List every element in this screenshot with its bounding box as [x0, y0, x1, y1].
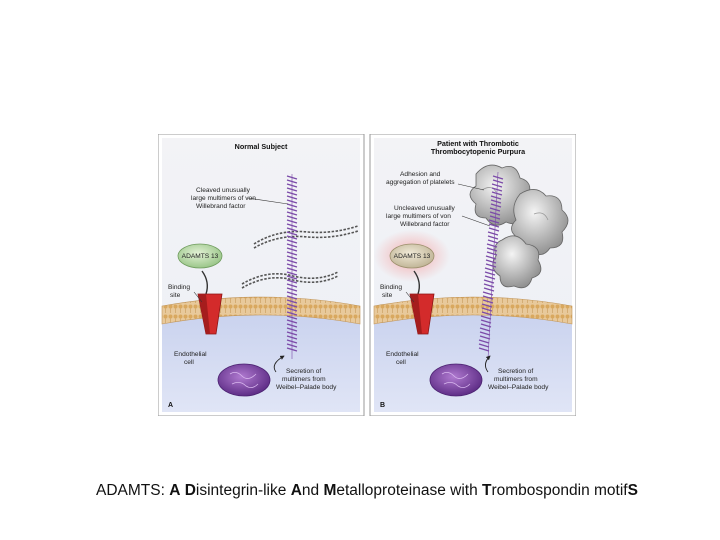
binding-label-line-2: site [382, 292, 393, 299]
secretion-arrow [485, 355, 491, 373]
uncleaved-label-line-1: Uncleaved unusually [394, 205, 456, 212]
adhesion-pointer [457, 183, 485, 191]
panel-b-letter: B [380, 402, 385, 409]
endothelial-label-line-2: cell [184, 359, 194, 366]
cytoplasm [162, 310, 360, 412]
caption-initial: A [290, 482, 302, 499]
caption-initial: T [482, 482, 492, 499]
adamts13-enzyme [389, 243, 435, 269]
panel-a: Normal Subject Cleaved unusually large m… [158, 134, 365, 416]
cleaved-pointer [247, 197, 289, 205]
vwf-cleavage-diagram: Normal Subject Cleaved unusually large m… [158, 134, 576, 416]
caption-prefix: ADAMTS: [96, 482, 170, 499]
caption-word: isintegrin-like [195, 482, 291, 499]
secretion-label-line-3: Weibel–Palade body [488, 384, 549, 391]
platelet-aggregate [469, 164, 569, 289]
endothelial-label-line-1: Endothelial [174, 351, 207, 358]
secretion-label-line-2: multimers from [494, 376, 538, 383]
binding-pointer [405, 291, 415, 303]
adhesion-label-line-2: aggregation of platelets [386, 179, 455, 186]
panel-b-title-line-1: Patient with Thrombotic [437, 139, 519, 148]
panel-a-letter: A [168, 402, 173, 409]
caption-word: rombospondin motif [491, 482, 628, 499]
vwf-multimer-coil [286, 174, 298, 359]
panel-a-title: Normal Subject [235, 142, 288, 151]
binding-label-line-1: Binding [380, 284, 402, 291]
enzyme-tether [201, 270, 209, 295]
binding-pointer [193, 291, 203, 303]
endothelial-label-line-2: cell [396, 359, 406, 366]
weibel-palade-body [429, 363, 483, 397]
panel-b: Patient with Thrombotic Thrombocytopenic… [369, 134, 576, 416]
secretion-label-line-2: multimers from [282, 376, 326, 383]
secretion-label-line-3: Weibel–Palade body [276, 384, 337, 391]
vwf-multimer-coil [478, 171, 504, 360]
endothelial-label-line-1: Endothelial [386, 351, 419, 358]
cleaved-vwf-strands [241, 225, 359, 289]
caption-initial: D [184, 482, 196, 499]
binding-label-line-1: Binding [168, 284, 190, 291]
enzyme-label: ADAMTS 13 [182, 253, 219, 260]
uncleaved-pointer [461, 215, 491, 227]
adhesion-label-line-1: Adhesion and [400, 171, 441, 178]
caption: ADAMTS: A Disintegrin-like And Metallopr… [96, 482, 696, 500]
enzyme-label: ADAMTS 13 [394, 253, 431, 260]
panel-b-title-line-2: Thrombocytopenic Purpura [431, 147, 526, 156]
adamts13-enzyme [177, 243, 223, 269]
uncleaved-label-line-2: large multimers of von [386, 213, 451, 220]
binding-label-line-2: site [170, 292, 181, 299]
caption-initial: S [627, 482, 638, 499]
secretion-label-line-1: Secretion of [286, 368, 321, 375]
caption-word: etalloproteinase with [336, 482, 482, 499]
weibel-palade-body [217, 363, 271, 397]
cleaved-label-line-3: Willebrand factor [196, 203, 246, 210]
caption-initial: A [169, 482, 181, 499]
caption-initial: M [323, 482, 337, 499]
enzyme-tether [413, 270, 421, 295]
secretion-arrow [273, 355, 285, 373]
secretion-label-line-1: Secretion of [498, 368, 533, 375]
caption-word: nd [301, 482, 324, 499]
cytoplasm [374, 310, 572, 412]
cleaved-label-line-1: Cleaved unusually [196, 187, 251, 194]
uncleaved-label-line-3: Willebrand factor [400, 221, 450, 228]
cleaved-label-line-2: large multimers of von [191, 195, 256, 202]
